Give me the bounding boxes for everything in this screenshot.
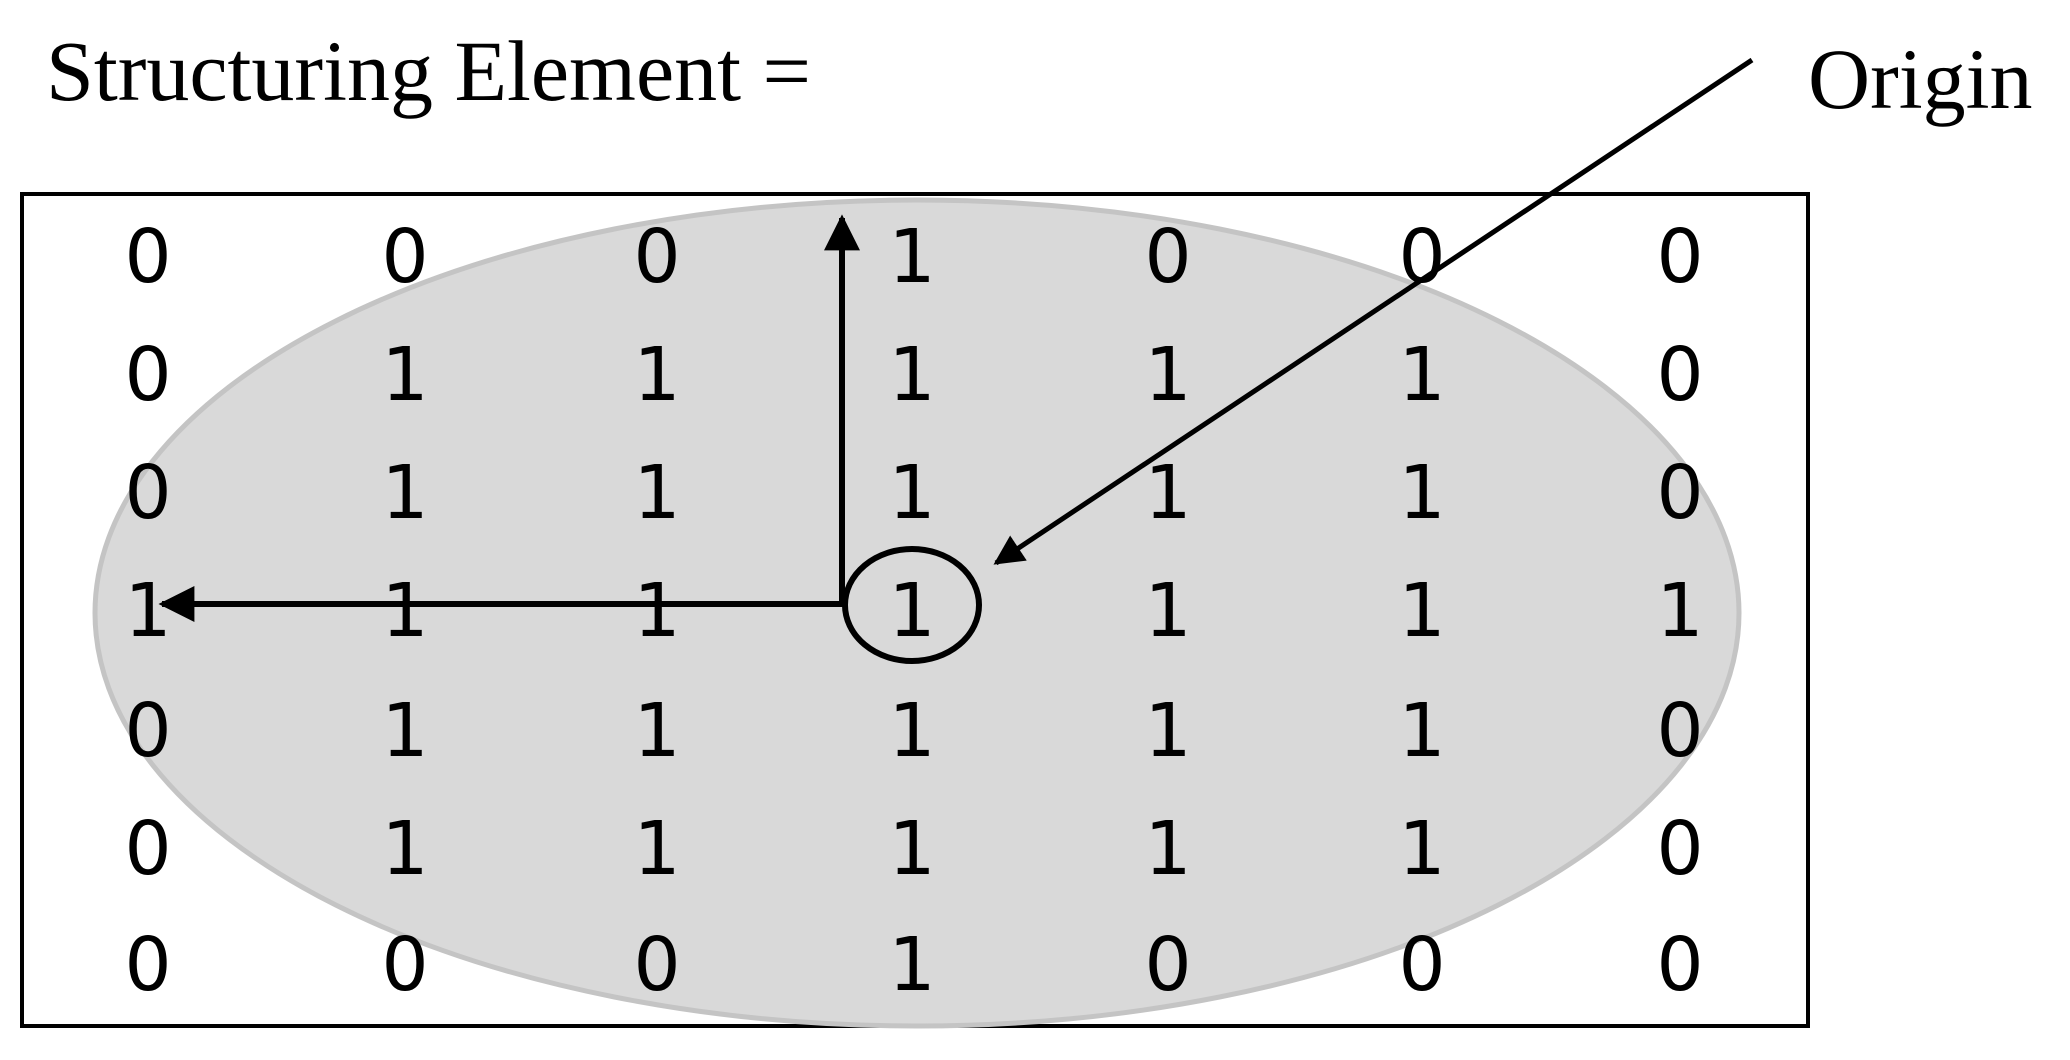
matrix-cell-r6-c6: 0 xyxy=(1656,922,1703,1008)
matrix-cell-r0-c5: 0 xyxy=(1398,214,1445,300)
matrix-cell-r2-c0: 0 xyxy=(124,450,171,536)
matrix-cell-r6-c1: 0 xyxy=(381,922,428,1008)
matrix-cell-r3-c6: 1 xyxy=(1656,568,1703,654)
matrix-cell-r4-c2: 1 xyxy=(633,688,680,774)
matrix-cell-r6-c3: 1 xyxy=(888,922,935,1008)
matrix-cell-r0-c2: 0 xyxy=(633,214,680,300)
matrix-cell-r0-c0: 0 xyxy=(124,214,171,300)
matrix-cell-r0-c1: 0 xyxy=(381,214,428,300)
matrix-cell-r3-c4: 1 xyxy=(1144,568,1191,654)
matrix-cell-r2-c4: 1 xyxy=(1144,450,1191,536)
matrix-grid: 0 0 0 1 0 0 0 0 1 1 1 1 1 0 0 1 1 1 1 1 0 1 1 1 1 1 1 1 0 1 1 1 1 1 0 0 1 1 1 1… xyxy=(124,214,1703,1008)
matrix-cell-r2-c2: 1 xyxy=(633,450,680,536)
matrix-cell-r5-c0: 0 xyxy=(124,806,171,892)
matrix-cell-r2-c6: 0 xyxy=(1656,450,1703,536)
matrix-cell-r3-c1: 1 xyxy=(381,568,428,654)
matrix-cell-r5-c4: 1 xyxy=(1144,806,1191,892)
matrix-cell-r4-c1: 1 xyxy=(381,688,428,774)
matrix-cell-r5-c5: 1 xyxy=(1398,806,1445,892)
matrix-cell-r2-c3: 1 xyxy=(888,450,935,536)
matrix-cell-r2-c5: 1 xyxy=(1398,450,1445,536)
matrix-cell-r1-c5: 1 xyxy=(1398,332,1445,418)
matrix-cell-r1-c6: 0 xyxy=(1656,332,1703,418)
matrix-cell-r0-c3: 1 xyxy=(888,214,935,300)
matrix-cell-r4-c3: 1 xyxy=(888,688,935,774)
matrix-cell-r5-c3: 1 xyxy=(888,806,935,892)
matrix-cell-r5-c1: 1 xyxy=(381,806,428,892)
matrix-cell-r4-c4: 1 xyxy=(1144,688,1191,774)
origin-label: Origin xyxy=(1808,31,2033,127)
matrix-cell-r3-c5: 1 xyxy=(1398,568,1445,654)
matrix-cell-r1-c4: 1 xyxy=(1144,332,1191,418)
matrix-cell-r5-c6: 0 xyxy=(1656,806,1703,892)
matrix-cell-r5-c2: 1 xyxy=(633,806,680,892)
matrix-cell-r2-c1: 1 xyxy=(381,450,428,536)
matrix-cell-r4-c0: 0 xyxy=(124,688,171,774)
matrix-cell-r0-c6: 0 xyxy=(1656,214,1703,300)
structuring-shape-ellipse xyxy=(92,197,1742,1029)
matrix-cell-r1-c2: 1 xyxy=(633,332,680,418)
matrix-cell-r6-c5: 0 xyxy=(1398,922,1445,1008)
matrix-cell-r6-c2: 0 xyxy=(633,922,680,1008)
matrix-cell-r1-c3: 1 xyxy=(888,332,935,418)
matrix-cell-r6-c4: 0 xyxy=(1144,922,1191,1008)
matrix-cell-r4-c5: 1 xyxy=(1398,688,1445,774)
matrix-cell-r3-c0: 1 xyxy=(124,568,171,654)
matrix-cell-r3-c3: 1 xyxy=(888,568,935,654)
matrix-cell-r4-c6: 0 xyxy=(1656,688,1703,774)
matrix-cell-r1-c1: 1 xyxy=(381,332,428,418)
origin-pointer-arrow xyxy=(993,57,1754,566)
matrix-cell-r0-c4: 0 xyxy=(1144,214,1191,300)
matrix-cell-r1-c0: 0 xyxy=(124,332,171,418)
matrix-cell-r3-c2: 1 xyxy=(633,568,680,654)
diagram-title: Structuring Element = xyxy=(46,23,811,119)
matrix-cell-r6-c0: 0 xyxy=(124,922,171,1008)
